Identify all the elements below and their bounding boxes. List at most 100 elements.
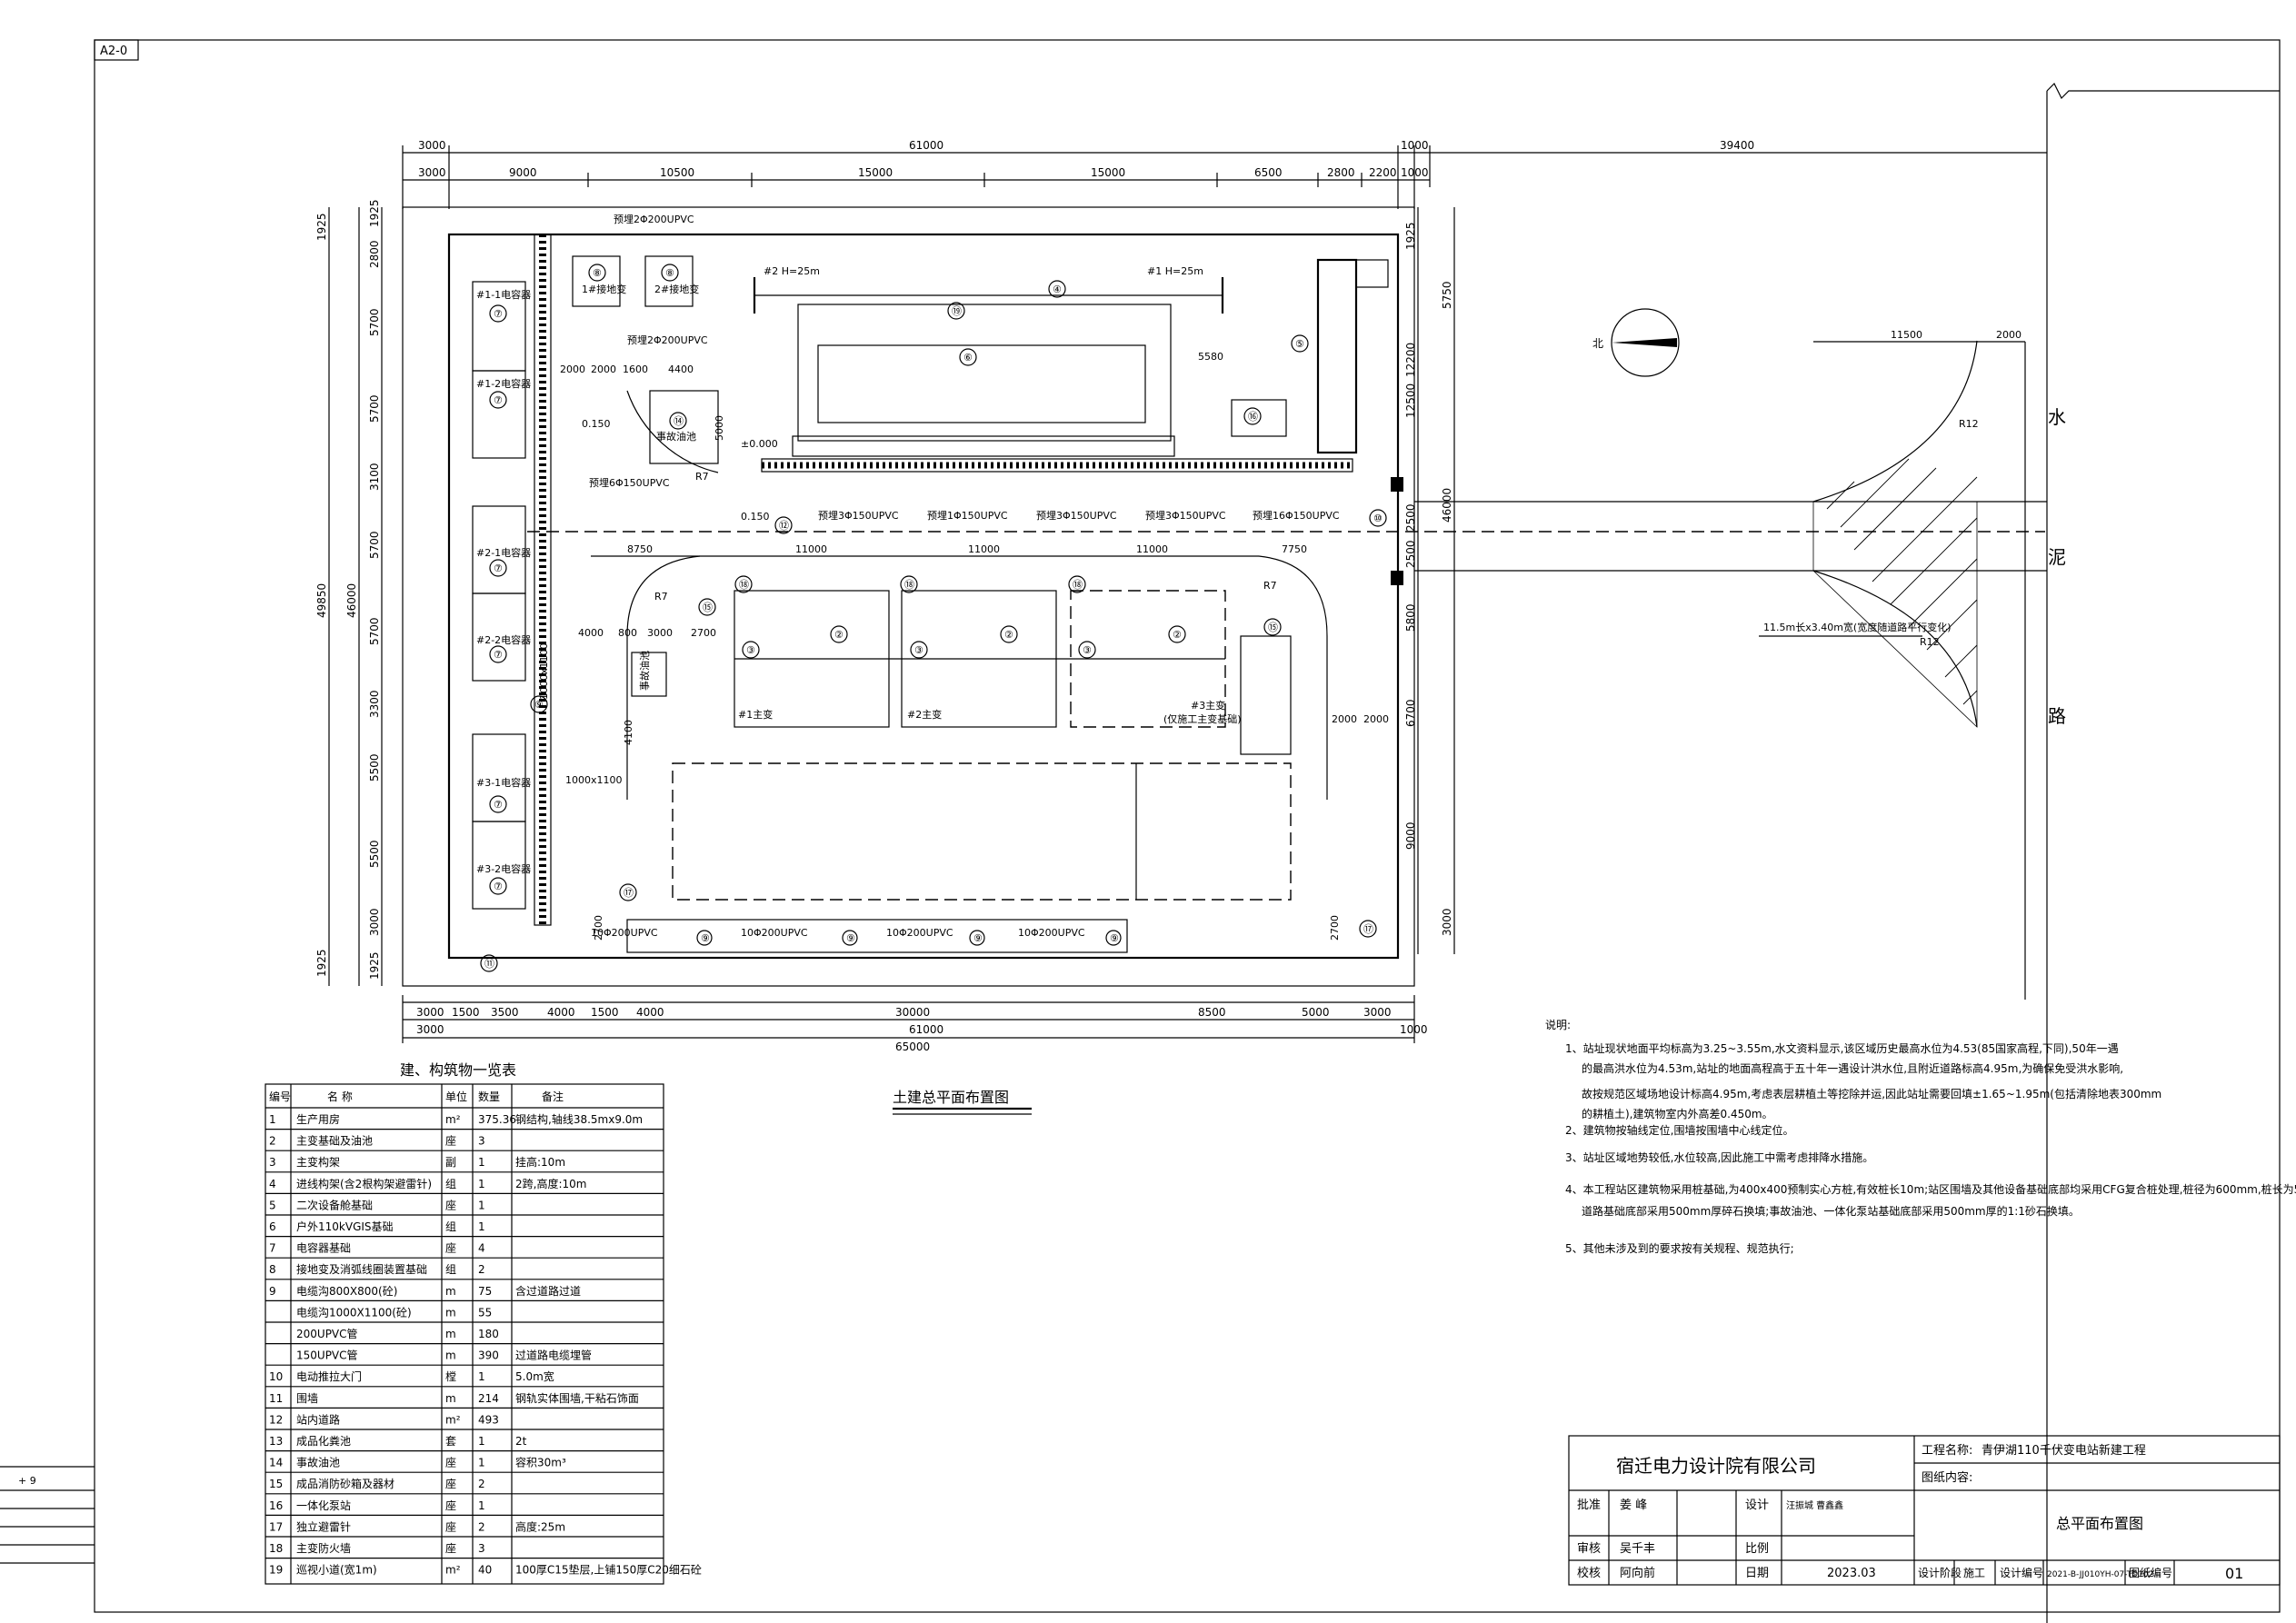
svg-text:#3-1电容器: #3-1电容器 [476, 776, 531, 789]
svg-text:⑮: ⑮ [1268, 622, 1278, 633]
table-cell: 进线构架(含2根构架避雷针) [296, 1177, 432, 1190]
svg-text:2000: 2000 [1363, 713, 1389, 725]
svg-text:7750: 7750 [1282, 543, 1307, 555]
sheet-tag-box [94, 39, 139, 61]
svg-text:5700: 5700 [368, 308, 381, 336]
svg-text:2023.03: 2023.03 [1827, 1567, 1876, 1580]
site-boundary [402, 206, 1415, 987]
svg-text:预埋6Φ150UPVC: 预埋6Φ150UPVC [589, 477, 670, 489]
table-cell: 组 [445, 1263, 456, 1276]
table-cell: 电缆沟1000X1100(砼) [296, 1306, 412, 1319]
svg-text:5750: 5750 [1441, 281, 1453, 309]
svg-text:#2-1电容器: #2-1电容器 [476, 546, 531, 559]
gate-post-bottom [1391, 571, 1403, 585]
table-cell: m [445, 1392, 456, 1405]
svg-text:1925: 1925 [315, 949, 328, 977]
item-bubbles: ⑦ ⑦ ⑦ ⑦ ⑦ ⑦ ⑧ ⑧ ⑭ ⑥ ④ ⑲ ⑤ ⑯ ⑩ ⑫ ⑮ ⑮ ⑱ ⑱ … [480, 264, 1387, 972]
svg-text:#2-2电容器: #2-2电容器 [476, 633, 531, 646]
bottom-dimensions: 3000 1500 3500 4000 1500 4000 30000 8500… [402, 995, 1428, 1053]
svg-text:3000: 3000 [418, 139, 446, 152]
svg-text:5、其他未涉及到的要求按有关规程、规范执行;: 5、其他未涉及到的要求按有关规程、规范执行; [1565, 1241, 1794, 1255]
svg-text:6500: 6500 [1254, 166, 1283, 179]
svg-text:9000: 9000 [509, 166, 537, 179]
svg-text:#2 H=25m: #2 H=25m [764, 265, 820, 277]
svg-text:预埋16Φ150UPVC: 预埋16Φ150UPVC [1253, 510, 1340, 522]
svg-text:1#接地变: 1#接地变 [582, 283, 626, 295]
svg-text:预埋2Φ200UPVC: 预埋2Φ200UPVC [614, 214, 694, 225]
svg-text:(仅施工主变基础): (仅施工主变基础) [1163, 712, 1242, 725]
svg-text:8750: 8750 [627, 543, 653, 555]
item-16-box [1231, 399, 1287, 437]
svg-text:预埋3Φ150UPVC: 预埋3Φ150UPVC [1145, 510, 1226, 522]
table-cell: 14 [269, 1457, 283, 1469]
table-cell: 2跨,高度:10m [515, 1177, 586, 1190]
svg-text:3000: 3000 [368, 908, 381, 936]
gis-foundation [792, 304, 1175, 457]
left-dimensions: 1925 49850 1925 46000 1925 2800 5700 570… [315, 199, 383, 986]
svg-text:4、本工程站区建筑物采用桩基础,为400x400预制实心方桩: 4、本工程站区建筑物采用桩基础,为400x400预制实心方桩,有效桩长10m;站… [1565, 1182, 2296, 1196]
svg-text:⑨: ⑨ [1110, 932, 1119, 944]
svg-text:4400: 4400 [668, 363, 694, 375]
svg-text:1925: 1925 [368, 199, 381, 227]
table-cell: 2 [478, 1478, 485, 1490]
svg-text:800: 800 [618, 627, 637, 639]
table-cell: 电动推拉大门 [296, 1369, 362, 1383]
svg-text:5700: 5700 [368, 394, 381, 423]
svg-text:1000x1100: 1000x1100 [538, 643, 550, 701]
svg-text:3000: 3000 [416, 1023, 444, 1036]
svg-text:±0.000: ±0.000 [741, 438, 778, 450]
svg-text:10Φ200UPVC: 10Φ200UPVC [886, 927, 953, 939]
table-cell: 生产用房 [296, 1112, 340, 1126]
table-cell: 16 [269, 1499, 283, 1512]
table-cell: 4 [478, 1242, 485, 1255]
svg-text:数量: 数量 [478, 1090, 500, 1103]
svg-text:北: 北 [1592, 337, 1603, 350]
svg-text:5580: 5580 [1198, 351, 1223, 363]
table-cell: 1 [478, 1220, 485, 1233]
table-cell: 375.36 [478, 1113, 516, 1126]
svg-text:3000: 3000 [647, 627, 673, 639]
svg-text:3300: 3300 [368, 690, 381, 718]
enclosure-wall [447, 233, 1400, 960]
svg-text:1000x1100: 1000x1100 [565, 774, 623, 786]
svg-text:5800: 5800 [1404, 603, 1417, 632]
svg-text:#1-1电容器: #1-1电容器 [476, 288, 531, 301]
production-building [672, 635, 1292, 901]
svg-text:2000: 2000 [591, 363, 616, 375]
svg-text:2021-B-JJ010YH-07-TD102: 2021-B-JJ010YH-07-TD102 [2047, 1570, 2153, 1579]
svg-text:2#接地变: 2#接地变 [654, 283, 699, 295]
svg-text:⑰: ⑰ [1363, 923, 1373, 935]
svg-text:⑩: ⑩ [1373, 513, 1383, 524]
svg-text:⑰: ⑰ [624, 887, 634, 899]
svg-text:4000: 4000 [636, 1006, 664, 1019]
svg-text:校核: 校核 [1577, 1566, 1601, 1580]
svg-text:2500: 2500 [1404, 540, 1417, 568]
svg-text:⑧: ⑧ [593, 267, 602, 279]
svg-text:图纸编号: 图纸编号 [2129, 1566, 2172, 1579]
svg-text:4000: 4000 [547, 1006, 575, 1019]
table-cell: 17 [269, 1520, 283, 1533]
table-cell: 7 [269, 1242, 276, 1255]
table-cell: 组 [445, 1220, 456, 1233]
svg-text:青伊湖110千伏变电站新建工程: 青伊湖110千伏变电站新建工程 [1982, 1443, 2146, 1458]
table-cell: 2t [515, 1435, 527, 1448]
table-cell: 15 [269, 1478, 283, 1490]
svg-text:#1-2电容器: #1-2电容器 [476, 377, 531, 390]
svg-text:⑫: ⑫ [779, 520, 789, 532]
table-cell: 150UPVC管 [296, 1349, 358, 1362]
table-cell: 11 [269, 1392, 283, 1405]
table-cell: 电缆沟800X800(砼) [296, 1285, 397, 1298]
svg-text:4000: 4000 [578, 627, 604, 639]
svg-text:12200: 12200 [1404, 343, 1417, 377]
table-cell: 座 [445, 1499, 456, 1512]
svg-text:9000: 9000 [1404, 821, 1417, 850]
title-block: 宿迁电力设计院有限公司 工程名称: 青伊湖110千伏变电站新建工程 图纸内容: … [1568, 1435, 2281, 1586]
svg-text:②: ② [1173, 629, 1182, 641]
table-cell: 180 [478, 1328, 499, 1340]
table-cell: 2 [478, 1263, 485, 1276]
svg-text:⑦: ⑦ [494, 308, 503, 320]
svg-text:设计: 设计 [1745, 1499, 1769, 1512]
svg-text:预埋3Φ150UPVC: 预埋3Φ150UPVC [1036, 510, 1117, 522]
svg-text:备注: 备注 [542, 1090, 564, 1103]
svg-text:批准: 批准 [1577, 1499, 1601, 1512]
